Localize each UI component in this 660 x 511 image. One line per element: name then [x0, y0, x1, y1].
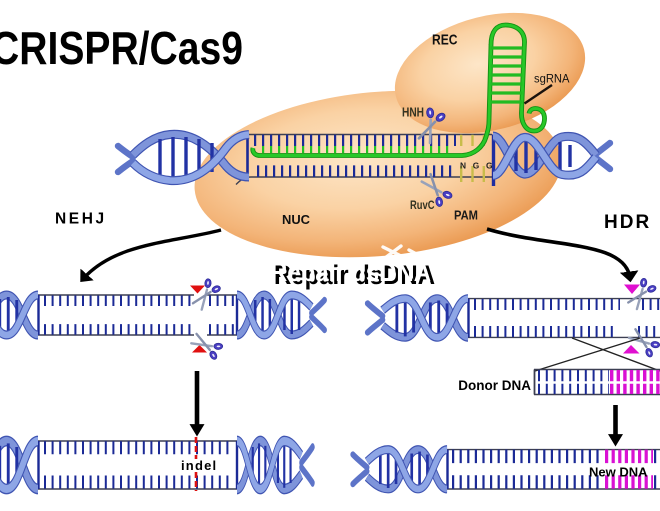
svg-text:sgRNA: sgRNA [534, 72, 570, 86]
svg-text:Repair dsDNA: Repair dsDNA [270, 257, 431, 287]
svg-text:HDR: HDR [604, 212, 651, 233]
svg-text:N G G: N G G [460, 161, 495, 171]
svg-text:NEHJ: NEHJ [55, 211, 107, 228]
svg-text:Donor DNA: Donor DNA [458, 378, 531, 393]
svg-text:New DNA: New DNA [589, 465, 648, 480]
svg-text:NUC: NUC [282, 212, 311, 227]
svg-text:HNH: HNH [402, 105, 424, 119]
svg-text:CRISPR/Cas9: CRISPR/Cas9 [0, 22, 243, 74]
svg-text:Repair dsDNA: Repair dsDNA [274, 260, 435, 290]
svg-text:RuvC: RuvC [410, 200, 435, 212]
svg-text:REC: REC [432, 32, 458, 49]
svg-text:indel: indel [181, 458, 217, 473]
svg-text:PAM: PAM [454, 209, 478, 223]
